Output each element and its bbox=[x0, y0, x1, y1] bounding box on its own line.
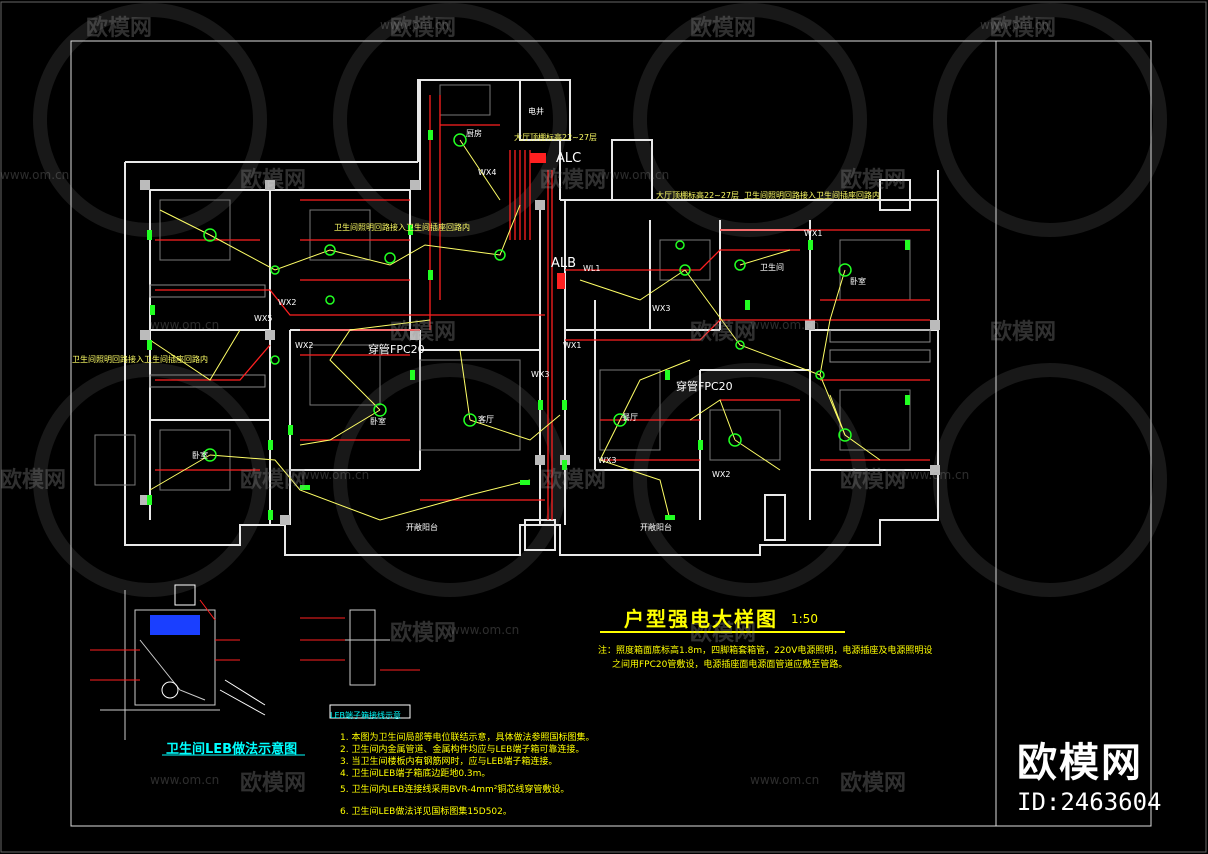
circuit-tag: WX3 bbox=[598, 456, 617, 465]
watermark-brand-large: 欧模网 bbox=[1017, 740, 1143, 786]
leb-box-diagram bbox=[300, 609, 420, 719]
leb-legend-subtitle: LEB端子箱接线示意 bbox=[330, 711, 401, 720]
leb-legend-item: 2. 卫生间内金属管道、金属构件均应与LEB端子箱可靠连接。 bbox=[340, 745, 585, 755]
drawing-scale: 1:50 bbox=[791, 612, 818, 626]
watermark-brand: 欧模网 bbox=[690, 621, 757, 646]
annotation-top: 大厅顶棚标高22~27层 bbox=[514, 133, 598, 142]
yellow-circuits bbox=[149, 139, 881, 521]
watermark-brand: 欧模网 bbox=[240, 771, 307, 796]
circuit-tag: WX1 bbox=[563, 341, 582, 350]
leb-legend-item: 3. 当卫生间楼板内有钢筋网时，应与LEB端子箱连接。 bbox=[340, 757, 558, 767]
room-label-dining: 餐厅 bbox=[622, 413, 638, 422]
leb-legend-title: 卫生间LEB做法示意图 bbox=[166, 742, 298, 757]
annotation-bath-left: 卫生间照明回路接入卫生间插座回路内 bbox=[334, 223, 470, 232]
circuit-tag: WX3 bbox=[531, 370, 550, 379]
circuit-tag: WX1 bbox=[804, 229, 823, 238]
red-circuits bbox=[155, 95, 930, 520]
watermark-brand: 欧模网 bbox=[86, 16, 153, 41]
circuit-tag: WX2 bbox=[278, 298, 297, 307]
annotation-top-right: 大厅顶棚标高22~27层 bbox=[656, 191, 740, 200]
alc-panel-label: ALC bbox=[556, 151, 582, 166]
watermark-url: www.om.cn bbox=[450, 623, 520, 637]
watermark-brand: 欧模网 bbox=[390, 320, 457, 345]
watermark-url: www.om.cn bbox=[600, 168, 670, 182]
conduit-label-right: 穿管FPC20 bbox=[676, 380, 733, 393]
watermark-url: www.om.cn bbox=[300, 468, 370, 482]
watermark-circles bbox=[33, 3, 1167, 597]
watermark-brand: 欧模网 bbox=[840, 168, 907, 193]
room-label-bedroom: 卧室 bbox=[370, 417, 386, 426]
watermark-brand: 欧模网 bbox=[390, 621, 457, 646]
room-label-well: 电井 bbox=[528, 107, 544, 116]
leb-legend-item: 6. 卫生间LEB做法详见国标图集15D502。 bbox=[340, 807, 512, 817]
room-label-bath: 卫生间 bbox=[760, 263, 784, 272]
alb-panel-icon bbox=[557, 273, 565, 289]
circuit-tag: WX4 bbox=[478, 168, 497, 177]
watermark-url: www.om.cn bbox=[150, 773, 220, 787]
circuit-tag: WX5 bbox=[254, 314, 273, 323]
drawing-note-line: 注：照度箱面底标高1.8m，四脚箱套箱管，220V电源照明，电源插座及电源照明设 bbox=[598, 646, 933, 656]
room-label-living: 客厅 bbox=[478, 415, 494, 424]
green-switches bbox=[147, 130, 910, 520]
watermark-brand: 欧模网 bbox=[240, 168, 307, 193]
watermark-url: www.om.cn bbox=[380, 18, 450, 32]
drawing-title: 户型强电大样图 bbox=[624, 607, 778, 631]
green-fixtures bbox=[203, 133, 852, 462]
circuit-tag: WX2 bbox=[712, 470, 731, 479]
room-label-kitchen: 厨房 bbox=[466, 129, 482, 138]
watermark-url: www.om.cn bbox=[980, 18, 1050, 32]
watermark-brand: 欧模网 bbox=[840, 771, 907, 796]
leb-legend-item: 5. 卫生间内LEB连接线采用BVR-4mm²铜芯线穿管敷设。 bbox=[340, 785, 570, 795]
leb-legend-item: 1. 本图为卫生间局部等电位联结示意，具体做法参照国标图集。 bbox=[340, 733, 595, 743]
annotation-left: 卫生间照明回路接入卫生间插座回路内 bbox=[72, 355, 208, 364]
room-label-balcony: 开敞阳台 bbox=[640, 523, 672, 532]
watermark-brand: 欧模网 bbox=[540, 468, 607, 493]
alc-panel-icon bbox=[530, 153, 546, 163]
walls bbox=[124, 79, 939, 556]
watermark-url: www.om.cn bbox=[750, 318, 820, 332]
drawing-note-line: 之间用FPC20管敷设，电源插座面电源面管道应敷至管路。 bbox=[612, 660, 848, 670]
watermark-url: www.om.cn bbox=[0, 168, 70, 182]
leb-detail-diagram bbox=[100, 584, 266, 740]
room-label-balcony: 开敞阳台 bbox=[406, 523, 438, 532]
room-label-bedroom: 卧室 bbox=[192, 451, 208, 460]
watermark-url: www.om.cn bbox=[900, 468, 970, 482]
closet-hatch bbox=[149, 284, 931, 388]
leb-legend-item: 4. 卫生间LEB端子箱底边距地0.3m。 bbox=[340, 769, 491, 779]
furniture bbox=[94, 84, 911, 491]
circuit-tag: WX3 bbox=[652, 304, 671, 313]
watermark-brand: 欧模网 bbox=[990, 320, 1057, 345]
watermark-brand: 欧模网 bbox=[690, 16, 757, 41]
room-label-bedroom: 卧室 bbox=[850, 277, 866, 286]
annotation-bath: 卫生间照明回路接入卫生间插座回路内 bbox=[744, 191, 880, 200]
watermark-brand: 欧模网 bbox=[240, 468, 307, 493]
watermark-brand: 欧模网 bbox=[990, 16, 1057, 41]
watermark-url: www.om.cn bbox=[750, 773, 820, 787]
watermark-brand: 欧模网 bbox=[540, 168, 607, 193]
watermark-brand: 欧模网 bbox=[0, 468, 67, 493]
watermark-brand: 欧模网 bbox=[390, 16, 457, 41]
conduit-label-left: 穿管FPC20 bbox=[368, 343, 425, 356]
drawing-frame-inner bbox=[70, 40, 1152, 827]
alb-panel-label: ALB bbox=[551, 256, 577, 271]
circuit-tag: WL1 bbox=[583, 264, 601, 273]
watermark-brand: 欧模网 bbox=[690, 320, 757, 345]
circuit-tag: WX2 bbox=[295, 341, 314, 350]
watermark-brand: 欧模网 bbox=[840, 468, 907, 493]
watermark-url: www.om.cn bbox=[150, 318, 220, 332]
leb-detail-leaders bbox=[90, 599, 240, 681]
watermark-id: ID:2463604 bbox=[1017, 788, 1162, 816]
